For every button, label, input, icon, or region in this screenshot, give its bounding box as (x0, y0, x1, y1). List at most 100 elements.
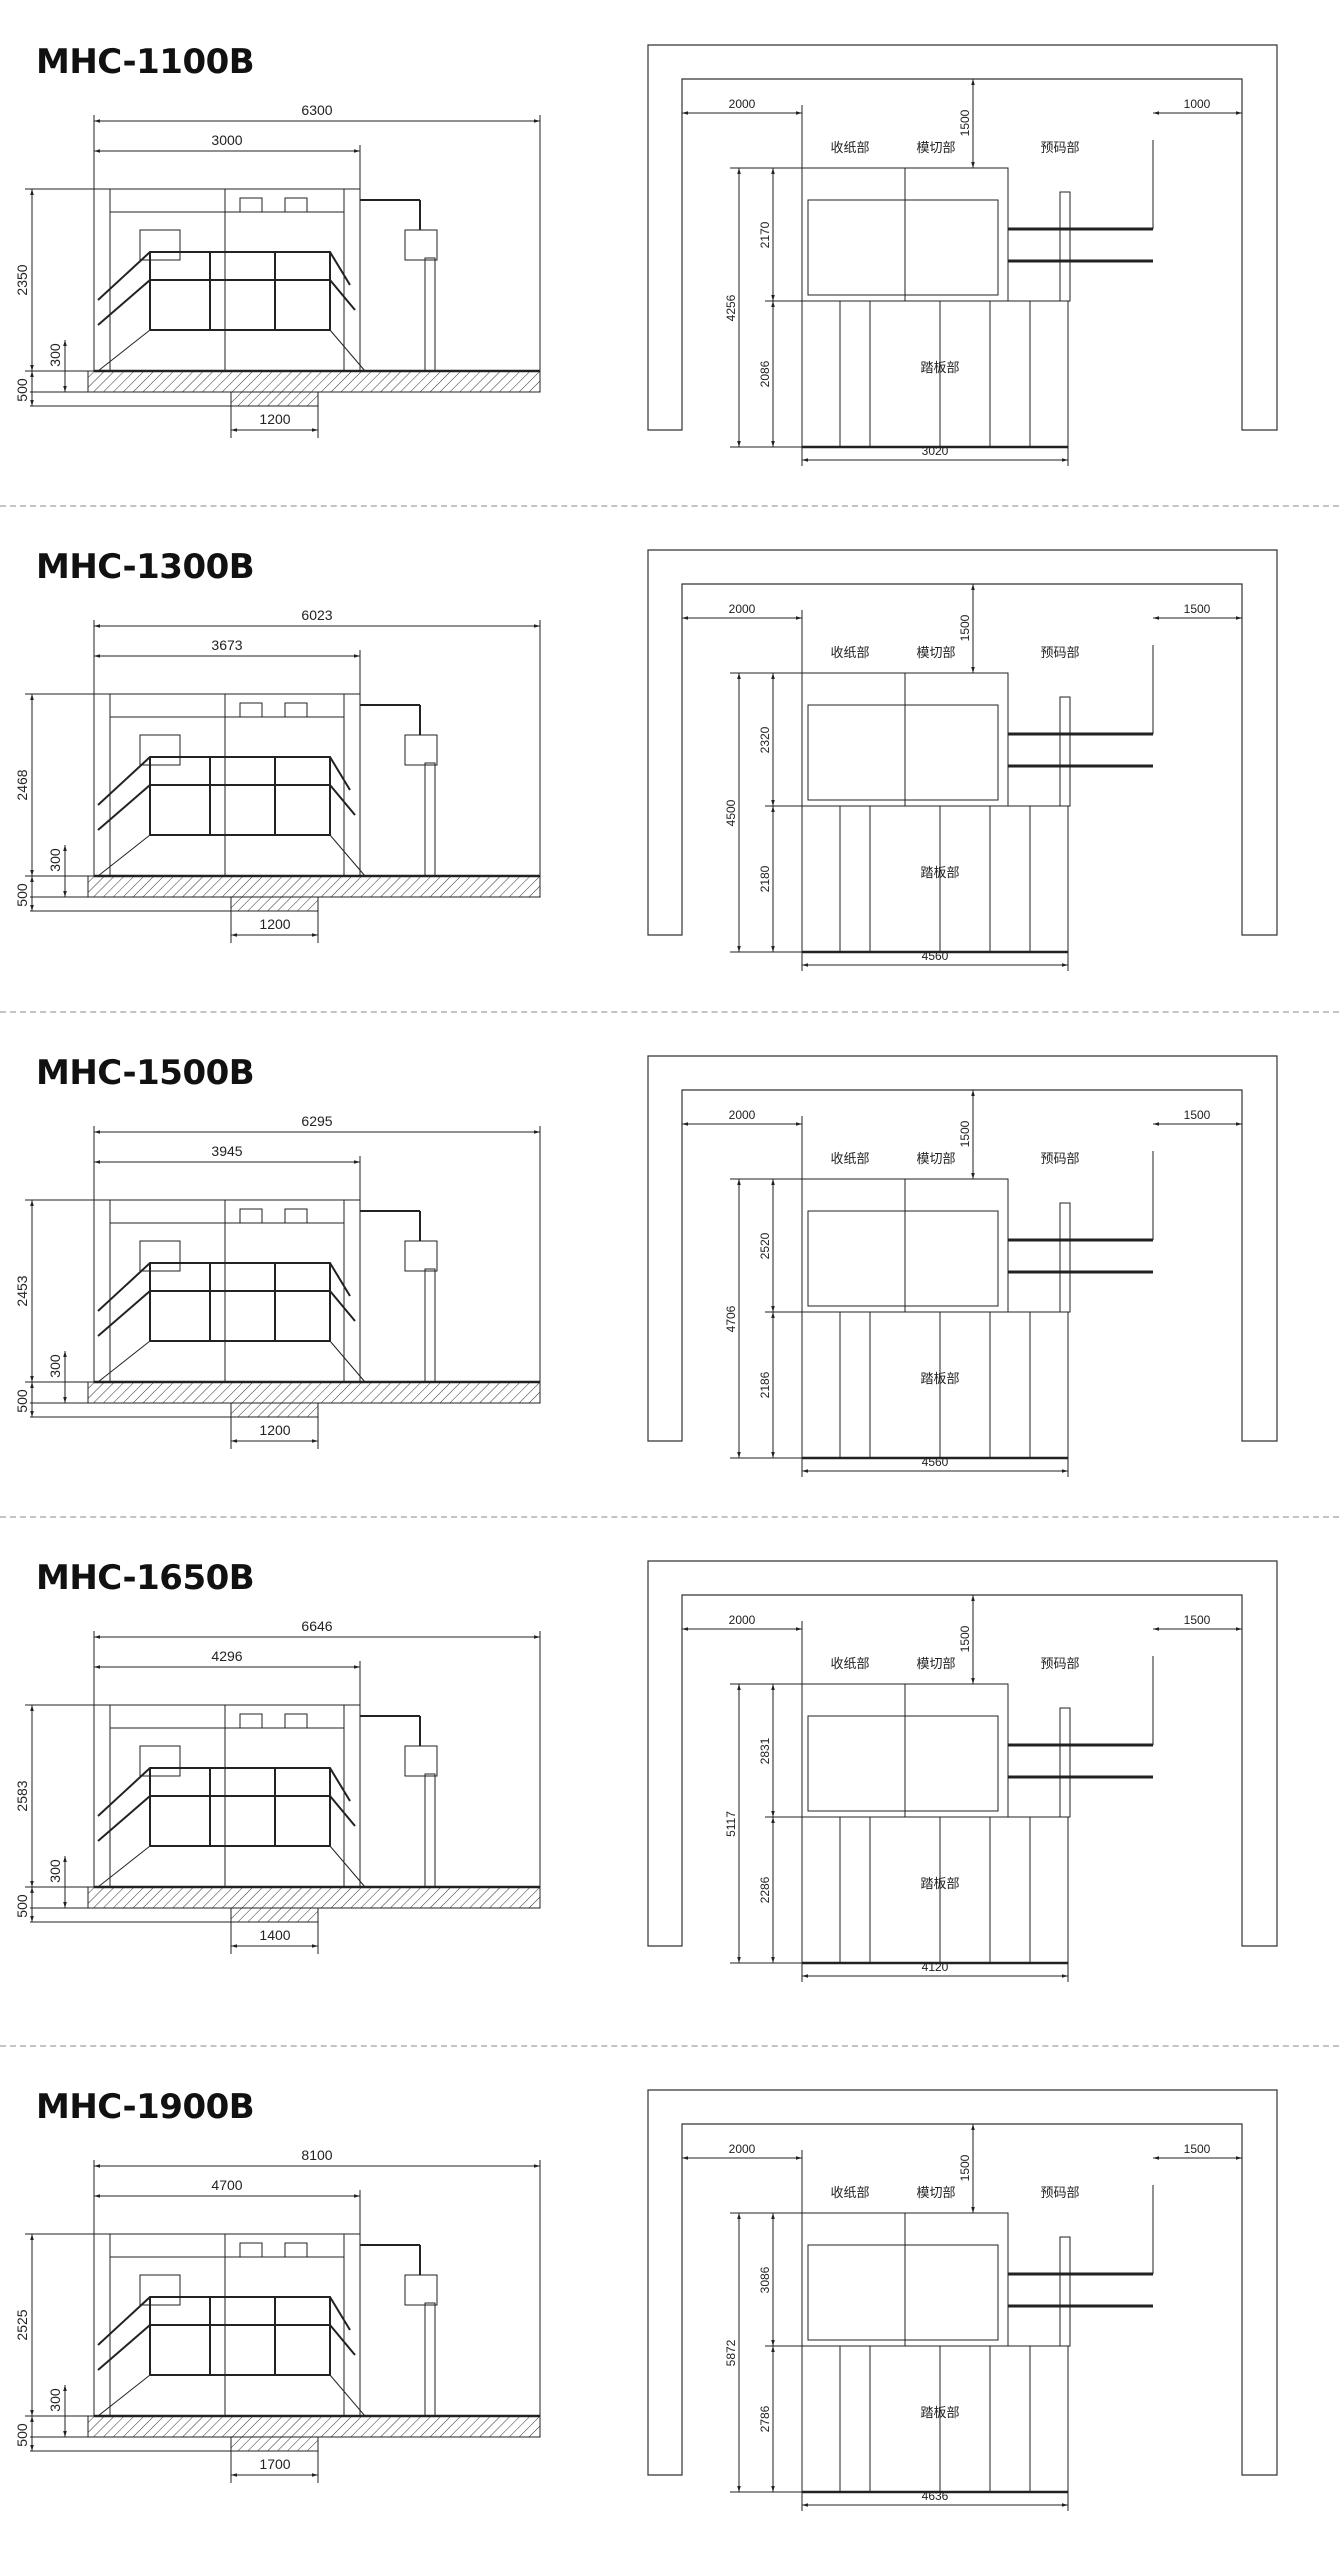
section-divider (0, 1011, 1339, 1013)
machine-body (93, 1704, 361, 1888)
railing (97, 784, 356, 831)
dimension-label: 4500 (724, 799, 738, 826)
section-label-die-cut: 模切部 (916, 1656, 955, 1671)
dimension-label: 500 (14, 378, 30, 402)
dimension-label: 500 (14, 883, 30, 907)
floor-hatch (87, 370, 541, 393)
dimension-label: 1500 (1184, 602, 1211, 616)
platen-area (807, 2244, 999, 2341)
railing-diag (97, 2374, 151, 2417)
railing (97, 1795, 356, 1842)
dimension-label: 1200 (259, 1422, 290, 1438)
pit-hatch (230, 391, 319, 407)
dimension-label: 2520 (758, 1232, 772, 1259)
railing (97, 2324, 356, 2371)
floor-hatch (87, 875, 541, 898)
dimension-label: 4560 (922, 949, 949, 963)
section-label-pedal: 踏板部 (920, 2405, 959, 2420)
machine-body (93, 693, 361, 877)
dimension-label: 1200 (259, 411, 290, 427)
feeder-stand (424, 1268, 436, 1383)
dimension-label: 3020 (922, 444, 949, 458)
dimension-label: 4560 (922, 1455, 949, 1469)
feeder-bar (1059, 696, 1071, 807)
dimension-label: 2320 (758, 726, 772, 753)
feeder-bar (1059, 2236, 1071, 2347)
dimension-label: 8100 (301, 2147, 332, 2163)
dimension-label: 500 (14, 1894, 30, 1918)
dimension-label: 1500 (958, 1120, 972, 1147)
control-box (139, 1745, 181, 1777)
dimension-label: 1500 (1184, 1108, 1211, 1122)
panel (239, 1208, 263, 1224)
model-title: MHC-1650B (36, 1558, 255, 1598)
dimension-label: 500 (14, 1389, 30, 1413)
panel (239, 197, 263, 213)
control-box (139, 2274, 181, 2306)
dimension-label: 2000 (729, 1108, 756, 1122)
platen-area (807, 199, 999, 296)
dimension-label: 300 (47, 848, 63, 872)
feeder-stand (424, 762, 436, 877)
railing (97, 2296, 351, 2346)
panel (284, 1713, 308, 1729)
dimension-label: 500 (14, 2423, 30, 2447)
section-label-feeder: 预码部 (1040, 140, 1079, 155)
dimension-label: 3086 (758, 2266, 772, 2293)
control-screen (404, 1240, 438, 1272)
railing-diag (97, 329, 151, 372)
dimension-label: 4636 (922, 2489, 949, 2503)
pit-hatch (230, 896, 319, 912)
feeder-stand (424, 2302, 436, 2417)
railing-diag (329, 2374, 366, 2417)
railing-diag (97, 834, 151, 877)
dimension-label: 2468 (14, 769, 30, 800)
dimension-label: 6295 (301, 1113, 332, 1129)
machine-body (93, 1199, 361, 1383)
dimension-label: 4120 (922, 1960, 949, 1974)
dimension-label: 2086 (758, 360, 772, 387)
floor-hatch (87, 1381, 541, 1404)
dimension-label: 2180 (758, 865, 772, 892)
panel (284, 2242, 308, 2258)
feeder-stand (424, 257, 436, 372)
railing (97, 1262, 351, 1312)
railing-diag (97, 1340, 151, 1383)
section-divider (0, 2045, 1339, 2047)
dimension-label: 3000 (211, 132, 242, 148)
dimension-label: 2286 (758, 1876, 772, 1903)
dimension-label: 6300 (301, 102, 332, 118)
dimension-label: 1500 (1184, 2142, 1211, 2156)
section-label-feeder: 预码部 (1040, 2185, 1079, 2200)
dimension-label: 300 (47, 2388, 63, 2412)
dimension-label: 1200 (259, 916, 290, 932)
feeder-stand (424, 1773, 436, 1888)
section-label-delivery: 收纸部 (830, 1656, 869, 1671)
dimension-label: 2170 (758, 221, 772, 248)
control-box (139, 1240, 181, 1272)
model-title: MHC-1500B (36, 1053, 255, 1093)
dimension-label: 2525 (14, 2309, 30, 2340)
dimension-label: 6023 (301, 607, 332, 623)
control-screen (404, 734, 438, 766)
model-title: MHC-1900B (36, 2087, 255, 2127)
section-label-pedal: 踏板部 (920, 1371, 959, 1386)
panel (284, 702, 308, 718)
control-box (139, 229, 181, 261)
dimension-label: 1500 (1184, 1613, 1211, 1627)
section-label-feeder: 预码部 (1040, 1151, 1079, 1166)
dimension-label: 1400 (259, 1927, 290, 1943)
section-label-die-cut: 模切部 (916, 645, 955, 660)
